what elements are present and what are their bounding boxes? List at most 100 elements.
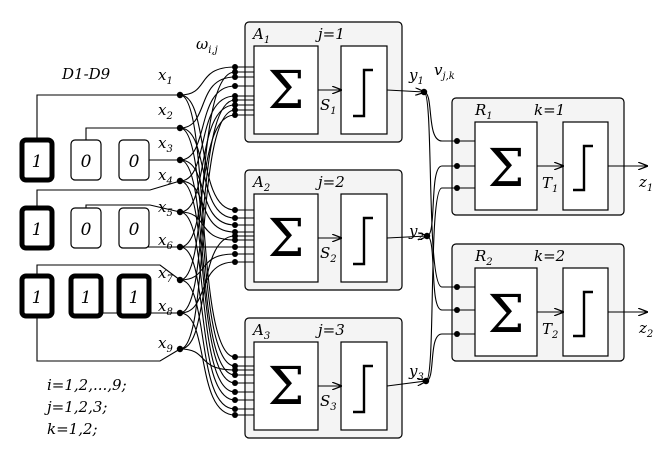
input-pin (454, 307, 460, 313)
range-line: j=1,2,3; (44, 398, 107, 416)
input-cell: 1 (116, 273, 152, 319)
input-wire (85, 127, 180, 140)
sigma-icon: Σ (488, 285, 525, 345)
cell-value: 0 (129, 220, 140, 240)
weight-wire (179, 261, 236, 314)
input-pin (232, 107, 238, 113)
input-pin (232, 354, 238, 360)
sigma-icon: Σ (488, 139, 525, 199)
input-pin (232, 112, 238, 118)
x-label: x4 (158, 166, 173, 187)
input-cell: 1 (19, 137, 55, 183)
input-pin (232, 380, 238, 386)
v-label: vj,k (434, 61, 455, 82)
s-label: S2 (320, 244, 337, 265)
cell-frame (70, 207, 102, 249)
weight-wire (179, 104, 236, 213)
input-pin (454, 138, 460, 144)
weight-wire (179, 235, 236, 350)
a-output-arrow (386, 381, 426, 387)
sum-box (253, 341, 319, 431)
input-pin (232, 69, 238, 75)
weight-wire (179, 94, 236, 211)
x-label: x8 (158, 297, 173, 318)
r-neuron-name: R2 (474, 247, 493, 268)
weight-wire (179, 66, 236, 96)
input-cell: 1 (19, 205, 55, 251)
r-neuron-index: k=2 (534, 247, 565, 265)
z-label: z2 (638, 319, 653, 340)
input-pin (232, 406, 238, 412)
input-pin (454, 284, 460, 290)
input-cell: 1 (68, 273, 104, 319)
a-neuron-index: j=1 (315, 25, 345, 43)
input-pin (454, 185, 460, 191)
input-wire (85, 204, 181, 213)
y-node (423, 232, 431, 240)
weight-wire (179, 85, 236, 161)
r-neuron-1: Σ (442, 97, 647, 216)
a-neuron-1: Σ (232, 21, 424, 143)
range-line: k=1,2; (47, 420, 98, 438)
a-neuron-index: j=3 (315, 321, 345, 339)
y-node (422, 377, 430, 385)
x-node (176, 276, 184, 284)
cell-value: 1 (32, 220, 43, 240)
cell-value: 1 (32, 152, 43, 172)
sum-box (474, 267, 538, 357)
a-neuron-3: Σ (232, 317, 426, 439)
weight-wire (179, 253, 236, 281)
s-label: S3 (320, 392, 337, 413)
input-cell: 0 (118, 207, 150, 249)
x-label: x2 (158, 101, 173, 122)
r-neuron-index: k=1 (534, 101, 565, 119)
cell-frame (68, 273, 104, 319)
a-neuron-2: Σ (232, 169, 427, 291)
cell-frame (19, 137, 55, 183)
t-label: T1 (542, 174, 558, 195)
t-label: T2 (542, 320, 558, 341)
x-node (176, 243, 184, 251)
a-neuron-name: A1 (251, 25, 270, 46)
r-neuron-2: Σ (442, 243, 647, 362)
weight-wire (179, 99, 236, 314)
x-node (176, 309, 184, 317)
activation-box (562, 267, 609, 357)
input-wire (36, 264, 181, 281)
cell-frame (19, 205, 55, 251)
weight-wire (179, 109, 236, 350)
x-label: x3 (158, 134, 173, 155)
weight-wire (179, 211, 236, 393)
input-wire (36, 316, 181, 362)
input-pin (232, 97, 238, 103)
cell-value: 0 (129, 152, 140, 172)
x-label: x6 (158, 231, 173, 252)
input-pin (232, 83, 238, 89)
weights-label: ωi,j (196, 35, 218, 56)
range-line: i=1,2,...,9; (47, 376, 127, 394)
cell-value: 1 (129, 288, 140, 308)
x-label: x5 (158, 198, 173, 219)
step-function-icon (573, 290, 593, 338)
input-pin (232, 215, 238, 221)
v-wire (426, 235, 443, 311)
v-wire (423, 91, 443, 288)
step-function-icon (353, 68, 373, 118)
weight-wire (179, 71, 236, 281)
sigma-icon: Σ (268, 61, 305, 121)
sigma-icon: Σ (268, 209, 305, 269)
s-label: S1 (320, 96, 337, 117)
x-node (176, 177, 184, 185)
input-pin (454, 163, 460, 169)
sigma-icon: Σ (268, 357, 305, 417)
x-label: x1 (158, 66, 173, 87)
input-cell: 1 (19, 273, 55, 319)
cell-frame (70, 139, 102, 181)
input-pin (232, 222, 238, 228)
z-label: z1 (638, 173, 653, 194)
input-wire (36, 180, 181, 208)
cell-frame (19, 273, 55, 319)
cell-value: 0 (81, 152, 92, 172)
